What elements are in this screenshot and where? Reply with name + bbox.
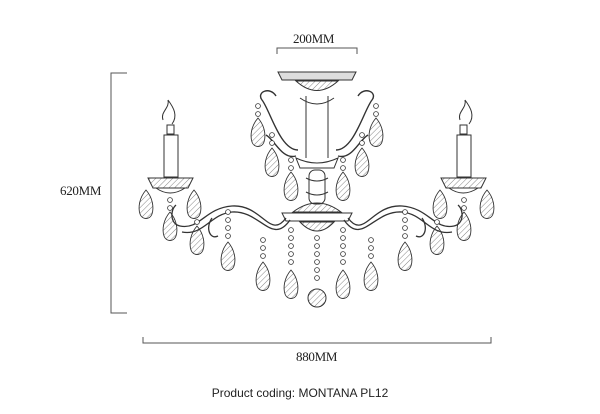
dimension-height <box>110 72 127 314</box>
dimension-total-width <box>142 337 492 344</box>
dimension-top-width <box>276 47 358 54</box>
dimension-height-label: 620MM <box>60 183 102 198</box>
upper-scroll-arms <box>259 90 375 158</box>
central-bowl <box>281 202 353 232</box>
dimension-top-width-label: 200MM <box>293 31 335 46</box>
dimension-total-width-label: 880MM <box>296 349 338 364</box>
canopy <box>277 71 357 205</box>
right-candle-cup <box>440 99 487 194</box>
product-caption: Product coding: MONTANA PL12 <box>211 386 389 400</box>
left-candle-cup <box>147 99 194 194</box>
